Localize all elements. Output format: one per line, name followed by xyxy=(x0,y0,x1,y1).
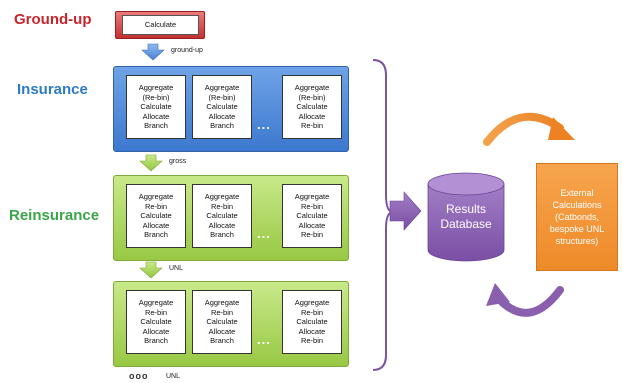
external-line-2: Calculations xyxy=(552,200,602,210)
calculate-card: Calculate xyxy=(122,15,199,35)
bottom-ellipsis: ooo xyxy=(129,371,149,381)
results-database-label: Results Database xyxy=(428,202,504,232)
reinsurance-label: Reinsurance xyxy=(9,207,100,224)
flow-label-unl-2: UNL xyxy=(166,373,181,380)
external-calculations-box: External Calculations (Catbonds, bespoke… xyxy=(536,163,618,271)
external-line-3: (Catbonds, xyxy=(554,212,599,222)
flow-label-unl-1: UNL xyxy=(169,265,184,272)
ground-up-label: Ground-up xyxy=(14,11,92,28)
flow-label-gross: gross xyxy=(169,158,187,165)
arrow-to-database-icon xyxy=(389,191,422,231)
flow-label-ground-up: ground-up xyxy=(171,47,203,54)
external-line-1: External xyxy=(560,188,594,198)
reinsurance-2-ellipsis: ... xyxy=(257,332,271,347)
reinsurance-1-ellipsis: ... xyxy=(257,226,271,241)
arrow-unl-icon xyxy=(139,261,163,279)
external-line-5: structures) xyxy=(555,236,599,246)
results-database-icon xyxy=(427,172,505,262)
arrow-ground-up-icon xyxy=(141,43,165,61)
arrow-gross-icon xyxy=(139,154,163,172)
database-line-1: Results xyxy=(445,202,486,216)
insurance-label: Insurance xyxy=(17,81,88,98)
curved-arrow-in-icon xyxy=(496,286,564,317)
database-line-2: Database xyxy=(440,217,492,231)
insurance-ellipsis: ... xyxy=(257,117,271,132)
ground-up-calculate-box: Calculate xyxy=(115,11,205,39)
external-line-4: bespoke UNL xyxy=(549,224,605,234)
